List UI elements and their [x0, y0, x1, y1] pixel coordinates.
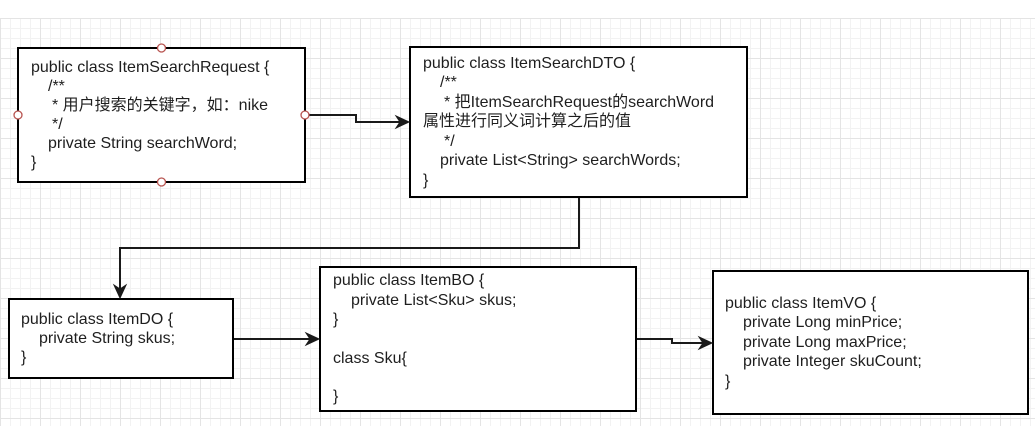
class-declaration-line: public class ItemSearchDTO {	[423, 54, 636, 72]
class-box-item-bo[interactable]: public class ItemBO { private List<Sku> …	[319, 266, 637, 412]
field-declaration-line: private String skus;	[39, 330, 176, 347]
inner-closing-brace-line: }	[333, 388, 339, 406]
comment-close-line: */	[52, 116, 63, 133]
class-declaration-line: public class ItemBO {	[333, 272, 485, 290]
class-declaration-line: public class ItemSearchRequest {	[31, 59, 270, 76]
closing-brace-line: }	[725, 372, 731, 390]
class-box-item-vo[interactable]: public class ItemVO { private Long minPr…	[712, 270, 1029, 415]
comment-close-line: */	[444, 132, 455, 150]
comment-text-line: * 用户搜索的关键字，如：nike	[52, 97, 269, 114]
field-declaration-line: private List<Sku> skus;	[351, 291, 517, 309]
closing-brace-line: }	[333, 311, 339, 329]
closing-brace-line: }	[21, 349, 27, 366]
class-box-item-do[interactable]: public class ItemDO { private String sku…	[8, 298, 234, 379]
blank-line	[333, 368, 623, 387]
field-declaration-line: private List<String> searchWords;	[440, 152, 681, 170]
comment-text-line: * 把ItemSearchRequest的searchWord	[444, 93, 715, 111]
blank-line	[333, 329, 623, 348]
class-declaration-line: public class ItemDO {	[21, 311, 174, 328]
comment-open-line: /**	[440, 74, 457, 92]
closing-brace-line: }	[423, 171, 429, 189]
inner-class-declaration-line: class Sku{	[333, 349, 407, 367]
class-box-item-search-dto[interactable]: public class ItemSearchDTO { /** * 把Item…	[409, 46, 748, 198]
class-declaration-line: public class ItemVO {	[725, 294, 877, 312]
class-box-item-search-request[interactable]: public class ItemSearchRequest { /** * 用…	[17, 47, 306, 183]
comment-open-line: /**	[48, 78, 65, 95]
field-declaration-line: private Integer skuCount;	[743, 353, 922, 371]
comment-text-wrap-line: 属性进行同义词计算之后的值	[423, 113, 632, 131]
field-declaration-line: private String searchWord;	[48, 135, 238, 152]
field-declaration-line: private Long minPrice;	[743, 314, 903, 332]
closing-brace-line: }	[31, 154, 37, 171]
field-declaration-line: private Long maxPrice;	[743, 333, 907, 351]
